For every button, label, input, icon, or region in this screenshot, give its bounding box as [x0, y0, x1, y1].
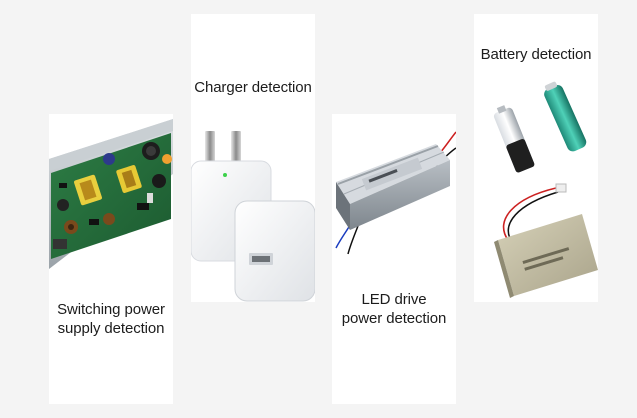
led-driver-image [332, 122, 456, 262]
card-label: Battery detection [474, 45, 598, 64]
usb-charger-image [191, 121, 315, 302]
card-label-line1: Charger detection [194, 79, 312, 96]
card-label: Switching power supply detection [49, 300, 173, 338]
card-label-line1: LED drive [361, 291, 427, 308]
card-label-line2: power detection [341, 310, 447, 327]
card-label-line2: supply detection [57, 320, 165, 337]
switching-power-supply-image [49, 119, 173, 274]
card-battery: Battery detection [474, 14, 598, 302]
card-label-line1: Battery detection [480, 46, 592, 63]
card-label: Charger detection [191, 78, 315, 97]
card-label-line1: Switching power [57, 301, 165, 318]
card-label: LED drive power detection [332, 290, 456, 328]
battery-image [474, 70, 598, 302]
card-switching-power: Switching power supply detection [49, 114, 173, 404]
card-charger: Charger detection [191, 14, 315, 302]
card-led-drive: LED drive power detection [332, 114, 456, 404]
